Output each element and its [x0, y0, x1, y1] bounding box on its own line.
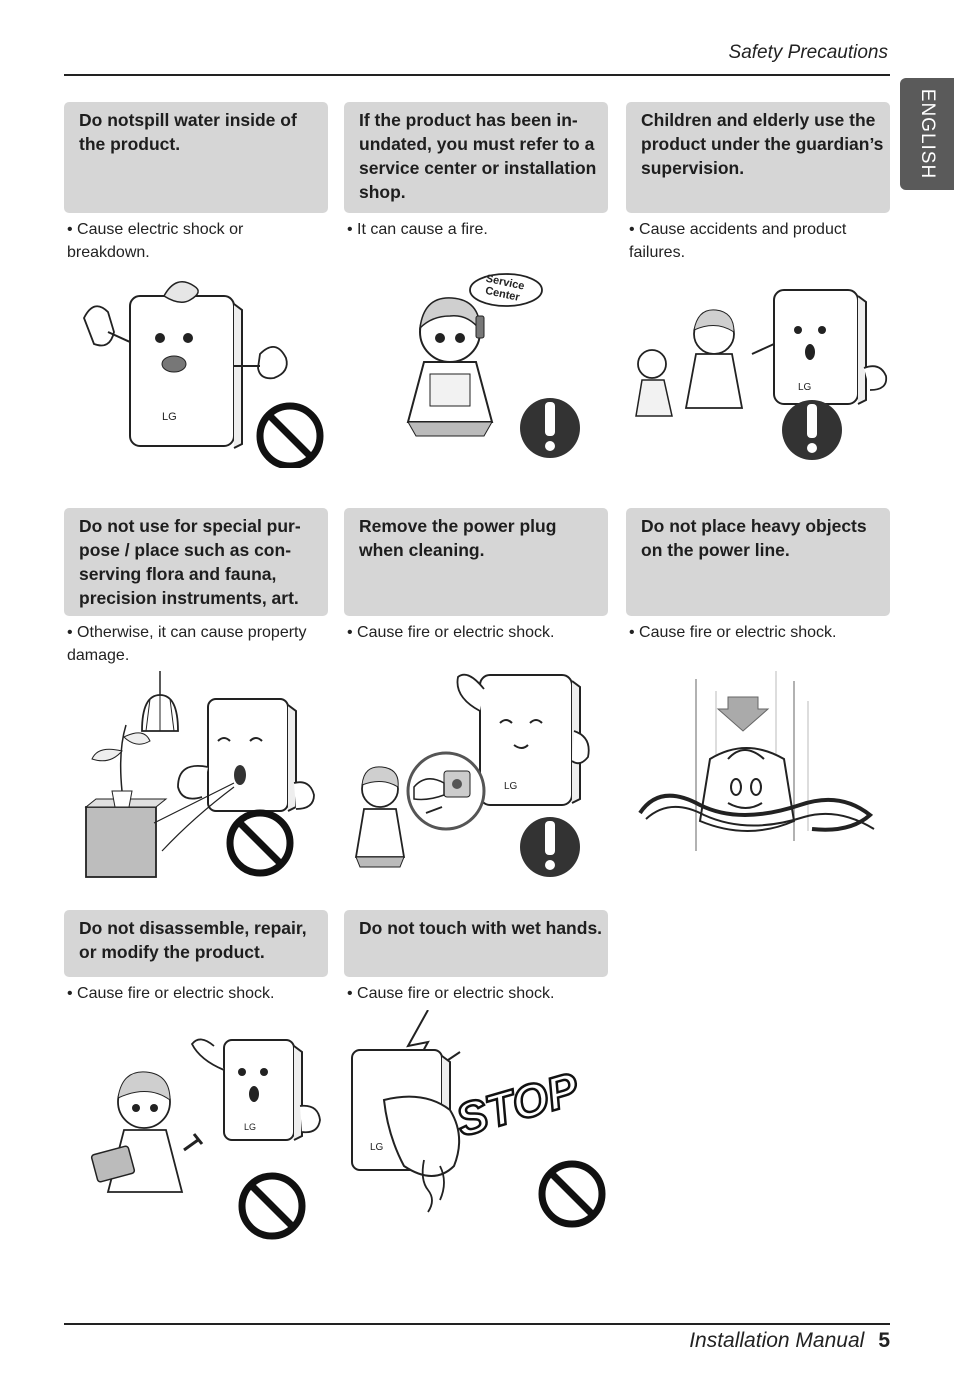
- precaution-title: Do not touch with wet hands.: [344, 910, 608, 977]
- precaution-note: • Cause fire or electric shock.: [347, 985, 555, 1002]
- wet-hands-illustration: LG STOP: [351, 1010, 606, 1228]
- precaution-card-power-plug: Remove the power plug when cleaning. • C…: [344, 508, 608, 891]
- precaution-card-inundated: If the product has been in-undated, you …: [344, 102, 608, 468]
- header-divider: [64, 74, 890, 76]
- repair-tools-illustration: LG: [90, 1038, 321, 1240]
- precaution-note: • Otherwise, it can cause property damag…: [67, 624, 307, 664]
- precaution-note: • It can cause a fire.: [347, 221, 488, 238]
- heavy-object-illustration: [638, 671, 875, 851]
- spill-water-illustration: LG: [83, 281, 324, 468]
- manual-title: Installation Manual: [689, 1329, 865, 1352]
- precaution-card-heavy-objects: Do not place heavy objects on the power …: [626, 508, 890, 891]
- precaution-title: Do not use for special pur-pose / place …: [64, 508, 328, 616]
- precaution-card-special-purpose: Do not use for special pur-pose / place …: [64, 508, 328, 891]
- svg-text:LG: LG: [798, 382, 812, 393]
- precaution-title: Do not place heavy objects on the power …: [626, 508, 890, 616]
- unplug-illustration: LG: [354, 673, 590, 877]
- precaution-note: • Cause electric shock or breakdown.: [67, 221, 244, 261]
- page-number: 5: [878, 1329, 890, 1352]
- svg-text:STOP: STOP: [450, 1062, 584, 1146]
- svg-text:LG: LG: [244, 1122, 256, 1132]
- page-footer: Installation Manual 5: [689, 1329, 890, 1353]
- precaution-note: • Cause fire or electric shock.: [347, 624, 555, 641]
- flora-fauna-illustration: [84, 671, 315, 878]
- precaution-title: If the product has been in-undated, you …: [344, 102, 608, 213]
- precaution-note: • Cause accidents and product failures.: [629, 221, 847, 261]
- precaution-card-no-water: Do notspill water inside of the product.…: [64, 102, 328, 468]
- footer-divider: [64, 1323, 890, 1325]
- svg-text:LG: LG: [162, 411, 177, 423]
- precaution-card-supervision: Children and elderly use the product und…: [626, 102, 890, 468]
- precaution-note: • Cause fire or electric shock.: [629, 624, 837, 641]
- section-title: Safety Precautions: [728, 42, 888, 63]
- precaution-card-wet-hands: Do not touch with wet hands. • Cause fir…: [344, 910, 608, 1250]
- language-tab: ENGLISH: [900, 78, 954, 190]
- svg-text:LG: LG: [370, 1142, 384, 1153]
- precaution-card-disassemble: Do not disassemble, repair, or modify th…: [64, 910, 328, 1250]
- precaution-title: Remove the power plug when cleaning.: [344, 508, 608, 616]
- svg-text:LG: LG: [504, 781, 518, 792]
- language-tab-label: ENGLISH: [917, 88, 938, 180]
- service-center-illustration: Service Center: [406, 273, 580, 458]
- precaution-note: • Cause fire or electric shock.: [67, 985, 275, 1002]
- precaution-title: Do not disassemble, repair, or modify th…: [64, 910, 328, 977]
- precaution-title: Children and elderly use the product und…: [626, 102, 890, 213]
- children-elderly-illustration: LG: [635, 289, 888, 460]
- precaution-title: Do notspill water inside of the product.: [64, 102, 328, 213]
